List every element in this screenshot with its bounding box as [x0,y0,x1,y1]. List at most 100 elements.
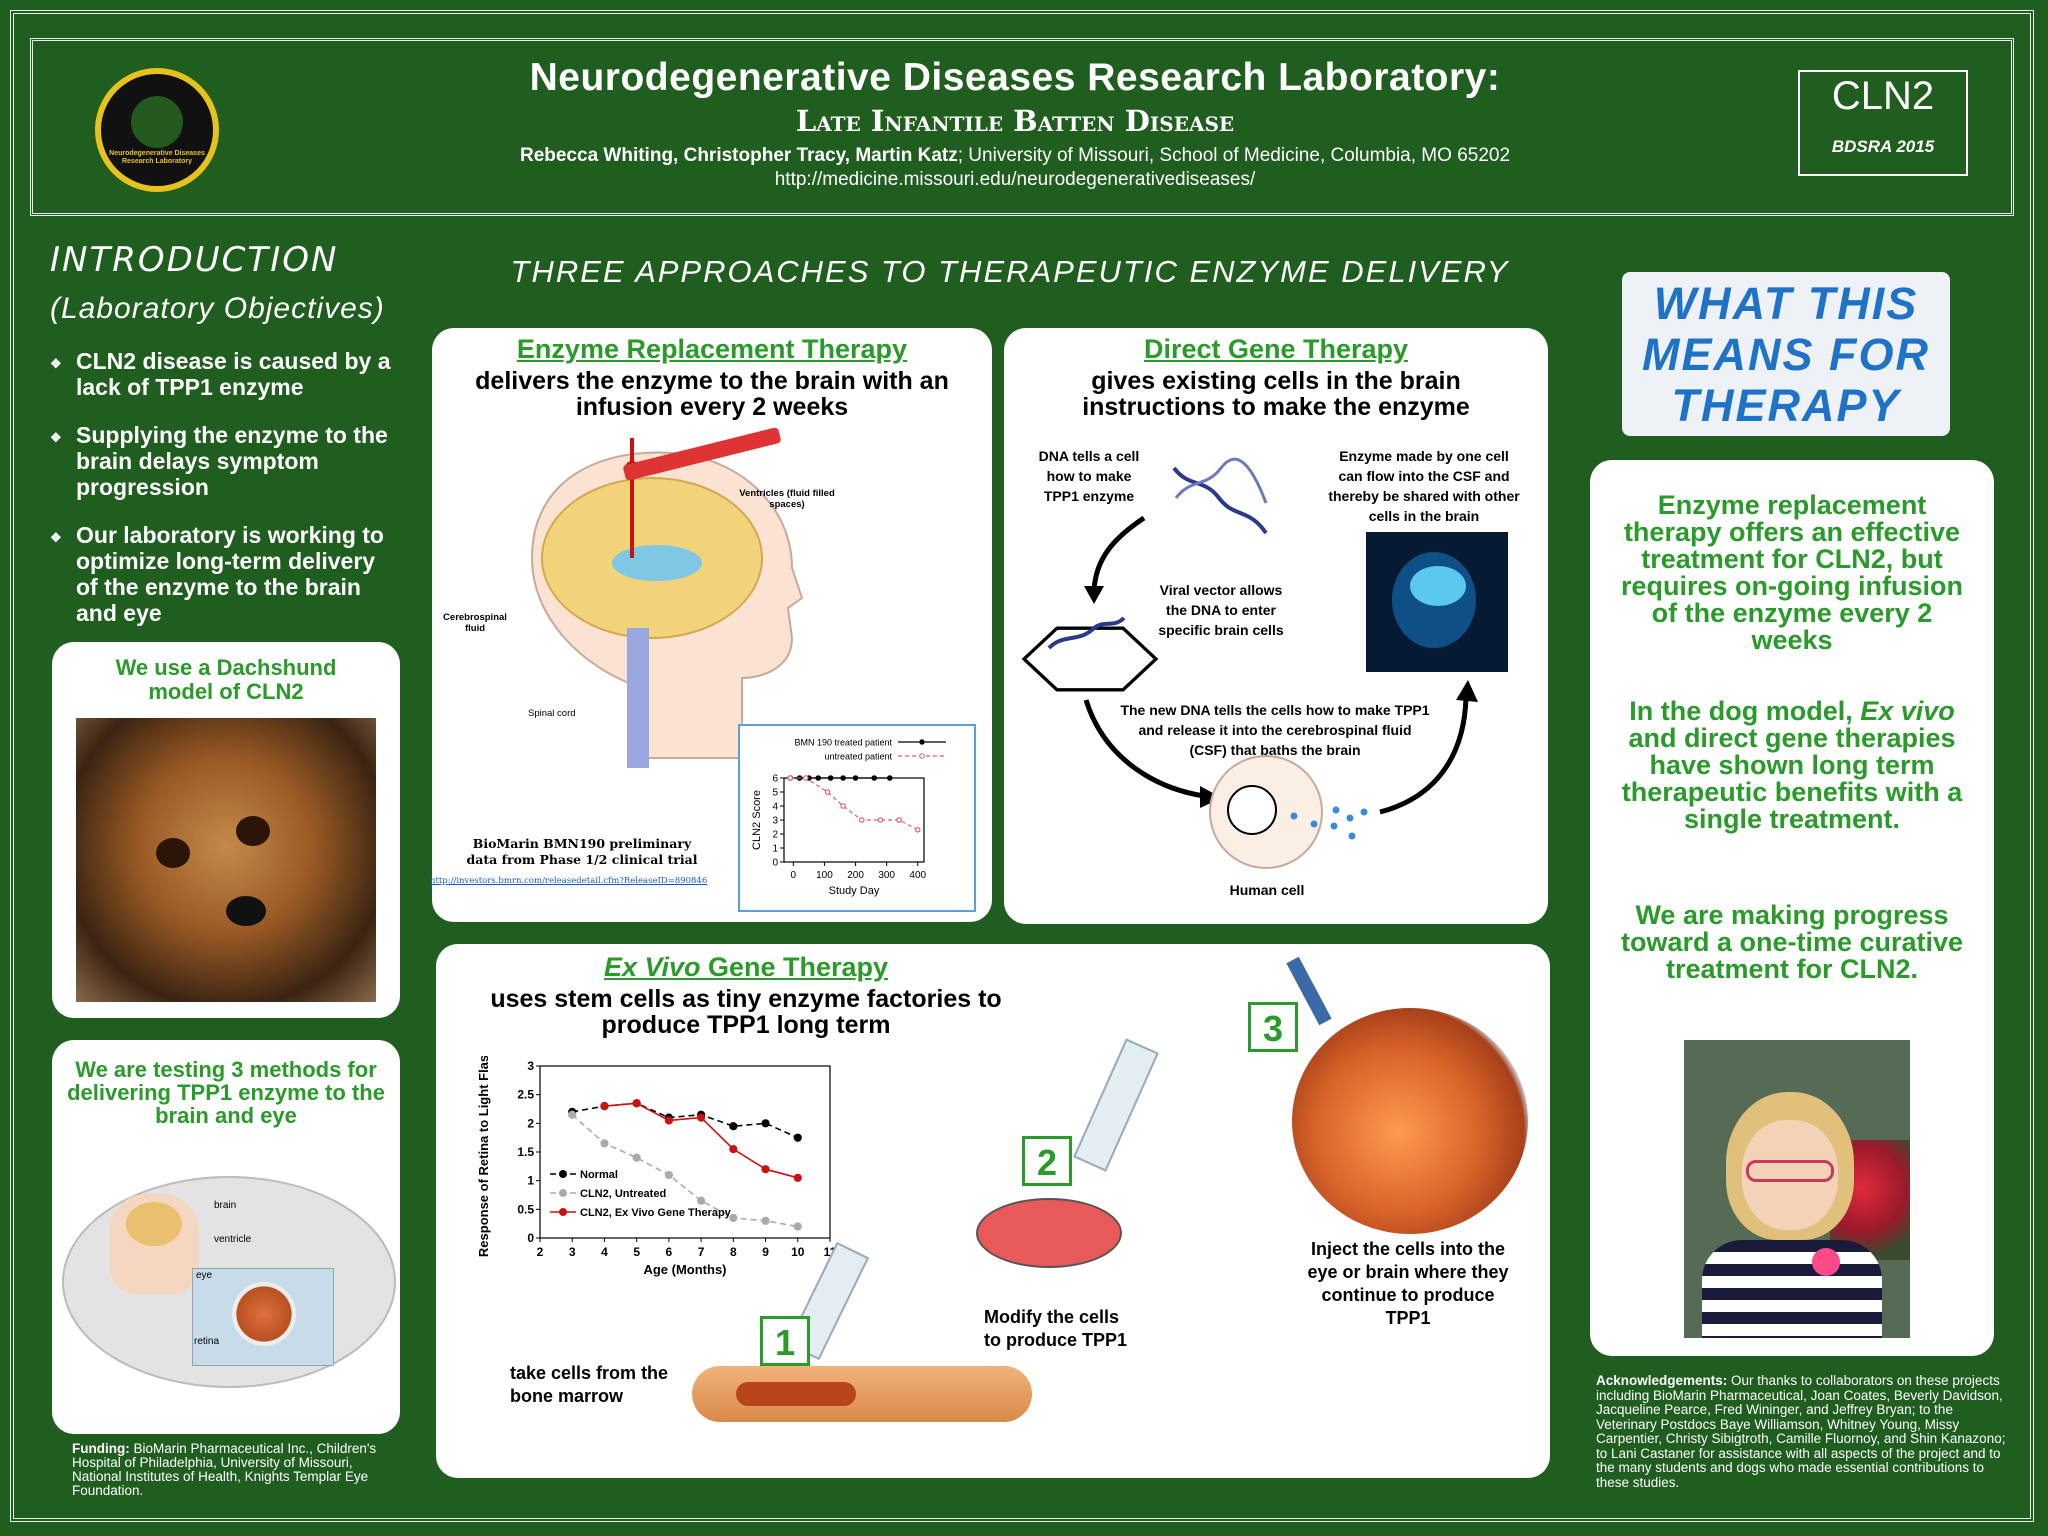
arrowhead-icon [1456,680,1478,702]
y-tick-label: 6 [772,773,778,784]
step-2-number: 2 [1022,1136,1072,1186]
data-point [664,1116,673,1125]
dgt-panel: Direct Gene Therapy gives existing cells… [1004,328,1548,924]
bullet-text: Supplying the enzyme to the brain delays… [76,422,388,500]
x-tick-label: 2 [537,1245,544,1259]
enzyme-dot [1330,822,1338,830]
data-point [877,817,884,823]
step-1-text: take cells from the bone marrow [510,1363,669,1406]
intro-subheading: (Laboratory Objectives) [50,292,385,325]
x-tick-label: 10 [791,1245,805,1259]
data-point [761,1165,770,1174]
dna-helix-icon [1174,457,1268,504]
data-point [793,1222,802,1231]
affiliation: ; University of Missouri, School of Medi… [957,145,1511,166]
lab-url[interactable]: http://medicine.missouri.edu/neurodegene… [774,169,1256,190]
dog-card-title: We use a Dachshund model of CLN2 [115,655,337,704]
y-tick-label: 5 [772,787,778,798]
summary-dog-model: In the dog model, Ex vivo and direct gen… [1618,698,1966,833]
data-point [827,775,834,781]
brain-eye-illustration: brain ventricle eye retina [62,1176,396,1388]
x-axis-label: Study Day [829,885,880,897]
summary-progress: We are making progress toward a one-time… [1620,900,1964,984]
legend-marker [559,1170,567,1178]
legend-marker [919,753,925,759]
arrow-cell-to-brain [1379,697,1469,815]
header-panel [30,38,2014,216]
ert-source-link[interactable]: http://investors.bmrn.com/releasedetail.… [430,876,708,886]
eyeball-shape [232,1282,296,1346]
enzyme-dot [1290,812,1298,820]
x-tick-label: 6 [666,1245,673,1259]
data-point [802,775,809,781]
enzyme-dot [1348,832,1356,840]
authors-line: Rebecca Whiting, Christopher Tracy, Mart… [300,145,1730,167]
logo-nerve-icon [131,96,183,148]
data-point [632,1099,641,1108]
step-2-text: Modify the cells to produce TPP1 [984,1307,1128,1350]
data-point [729,1122,738,1131]
approaches-heading: THREE APPROACHES TO THERAPEUTIC ENZYME D… [510,254,1510,289]
step-3-number: 3 [1248,1002,1298,1052]
badge-code: CLN2 [1831,74,1935,118]
label-csf: Cerebrospinal fluid [443,612,507,634]
data-point [761,1119,770,1128]
exvivo-panel: Ex Vivo Gene Therapy uses stem cells as … [436,944,1550,1478]
y-tick-label: 0 [527,1231,534,1245]
funding-body: BioMarin Pharmaceutical Inc., Children's… [72,1441,377,1498]
enzyme-dot [1360,808,1368,816]
ack-label: Acknowledgements: [1596,1373,1728,1388]
y-tick-label: 2.5 [517,1088,534,1102]
ert-subtitle: delivers the enzyme to the brain with an… [475,367,949,421]
glowing-brain-icon [1410,566,1466,606]
exvivo-title-rest: Gene Therapy [700,952,889,982]
y-tick-label: 1 [772,843,778,854]
petri-dish-icon [976,1198,1122,1268]
label-retina: retina [194,1336,220,1347]
x-tick-label: 200 [847,870,864,881]
x-tick-label: 5 [633,1245,640,1259]
author-names: Rebecca Whiting, Christopher Tracy, Mart… [519,145,958,166]
lab-logo: Neurodegenerative Diseases Research Labo… [95,68,219,192]
enzyme-dot [1346,814,1354,822]
intro-bullet: ❖ Supplying the enzyme to the brain delay… [50,422,400,500]
data-point [697,1196,706,1205]
x-tick-label: 400 [909,870,926,881]
new-dna-text: The new DNA tells the cells how to make … [1120,702,1430,758]
y-tick-label: 2 [772,829,778,840]
data-point [896,817,902,823]
data-point [600,1139,609,1148]
heading-line: WHAT THIS [1653,278,1919,329]
poster-frame [10,10,2034,1522]
poster-subtitle: Late Infantile Batten Disease [795,104,1235,138]
y-tick-label: 4 [772,801,778,812]
child-face [1742,1120,1838,1230]
label-eye: eye [196,1270,213,1281]
data-point [886,775,893,781]
enzyme-flow-text: Enzyme made by one cell can flow into th… [1328,448,1520,524]
vector-dna-icon [1047,616,1126,650]
x-tick-label: 300 [878,870,895,881]
diamond-bullet-icon: ❖ [50,430,62,445]
data-point [824,789,831,795]
y-tick-label: 3 [527,1059,534,1073]
glasses-icon [1746,1160,1834,1182]
funding-label: Funding: [72,1441,130,1456]
ert-title: Enzyme Replacement Therapy [516,334,908,364]
data-point [840,803,846,809]
summary-dog-model-italic: Ex vivo [1860,696,1955,726]
arrow-dna-to-vector [1091,515,1146,591]
dog-eye [236,816,270,846]
x-tick-label: 8 [730,1245,737,1259]
legend-label: Normal [580,1169,618,1181]
x-tick-label: 7 [698,1245,705,1259]
syringe-icon [1073,1038,1159,1172]
poster-title: Neurodegenerative Diseases Research Labo… [529,56,1501,99]
flower-pin-icon [1812,1248,1840,1276]
step-1-number: 1 [760,1316,810,1366]
ack-body: Our thanks to collaborators on these pro… [1596,1373,2006,1490]
label-brain: brain [214,1200,237,1211]
x-tick-label: 0 [791,870,797,881]
bone-marrow-cavity [736,1382,856,1406]
data-point [761,1216,770,1225]
